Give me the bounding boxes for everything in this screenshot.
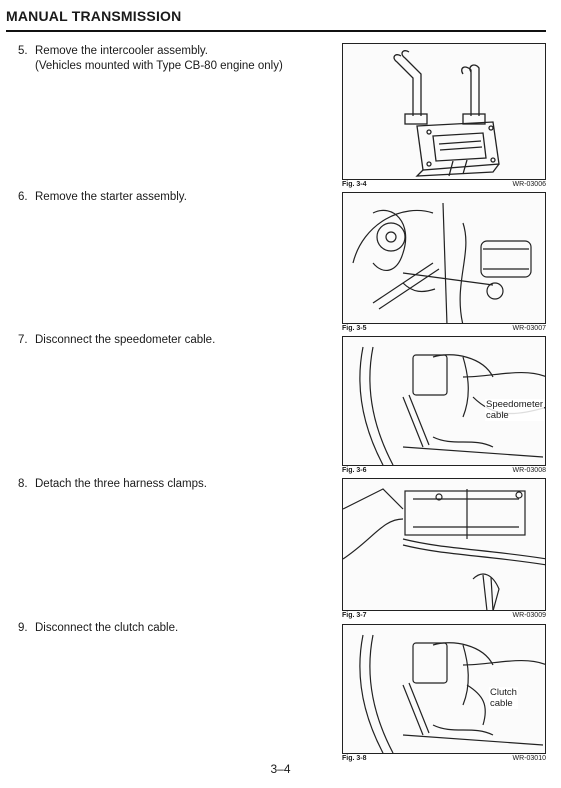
figure-code: WR-03008 [512,467,546,474]
page-header: MANUAL TRANSMISSION [6,8,546,32]
step-5: 5. Remove the intercooler assembly. (Vehi… [18,44,318,74]
step-number: 5. [18,45,28,57]
figure-label: Fig. 3-6 [342,467,367,474]
harness-clamps-illustration [342,478,546,611]
step-7: 7. Disconnect the speedometer cable. [18,333,318,348]
step-number: 6. [18,191,28,203]
figure-label: Fig. 3-7 [342,612,367,619]
step-number: 7. [18,334,28,346]
page-title: MANUAL TRANSMISSION [6,8,182,24]
callout-line: cable [490,698,513,709]
figure-label: Fig. 3-5 [342,325,367,332]
callout-label: Clutch cable [489,687,518,709]
figure-label: Fig. 3-4 [342,181,367,188]
step-text: Disconnect the clutch cable. [35,622,179,634]
intercooler-illustration [342,43,546,180]
step-8: 8. Detach the three harness clamps. [18,477,318,492]
step-text: Detach the three harness clamps. [35,478,207,490]
figure-code: WR-03009 [512,612,546,619]
figure-code: WR-03007 [512,325,546,332]
callout-label: Speedometer cable [485,399,545,421]
figure-code: WR-03006 [512,181,546,188]
step-number: 8. [18,478,28,490]
figure-code: WR-03010 [512,755,546,762]
callout-line: Clutch [490,687,517,698]
figure-label: Fig. 3-8 [342,755,367,762]
clutch-cable-illustration: Clutch cable [342,624,546,754]
page-number: 3–4 [270,762,291,776]
step-note: (Vehicles mounted with Type CB-80 engine… [35,60,283,72]
step-number: 9. [18,622,28,634]
speedometer-illustration: Speedometer cable [342,336,546,466]
starter-illustration [342,192,546,324]
header-rule [6,30,546,32]
step-text: Disconnect the speedometer cable. [35,334,216,346]
step-9: 9. Disconnect the clutch cable. [18,621,318,636]
step-text: Remove the starter assembly. [35,191,187,203]
callout-line: cable [486,410,509,421]
callout-line: Speedometer [486,399,544,410]
step-6: 6. Remove the starter assembly. [18,190,318,205]
step-text: Remove the intercooler assembly. [35,45,208,57]
